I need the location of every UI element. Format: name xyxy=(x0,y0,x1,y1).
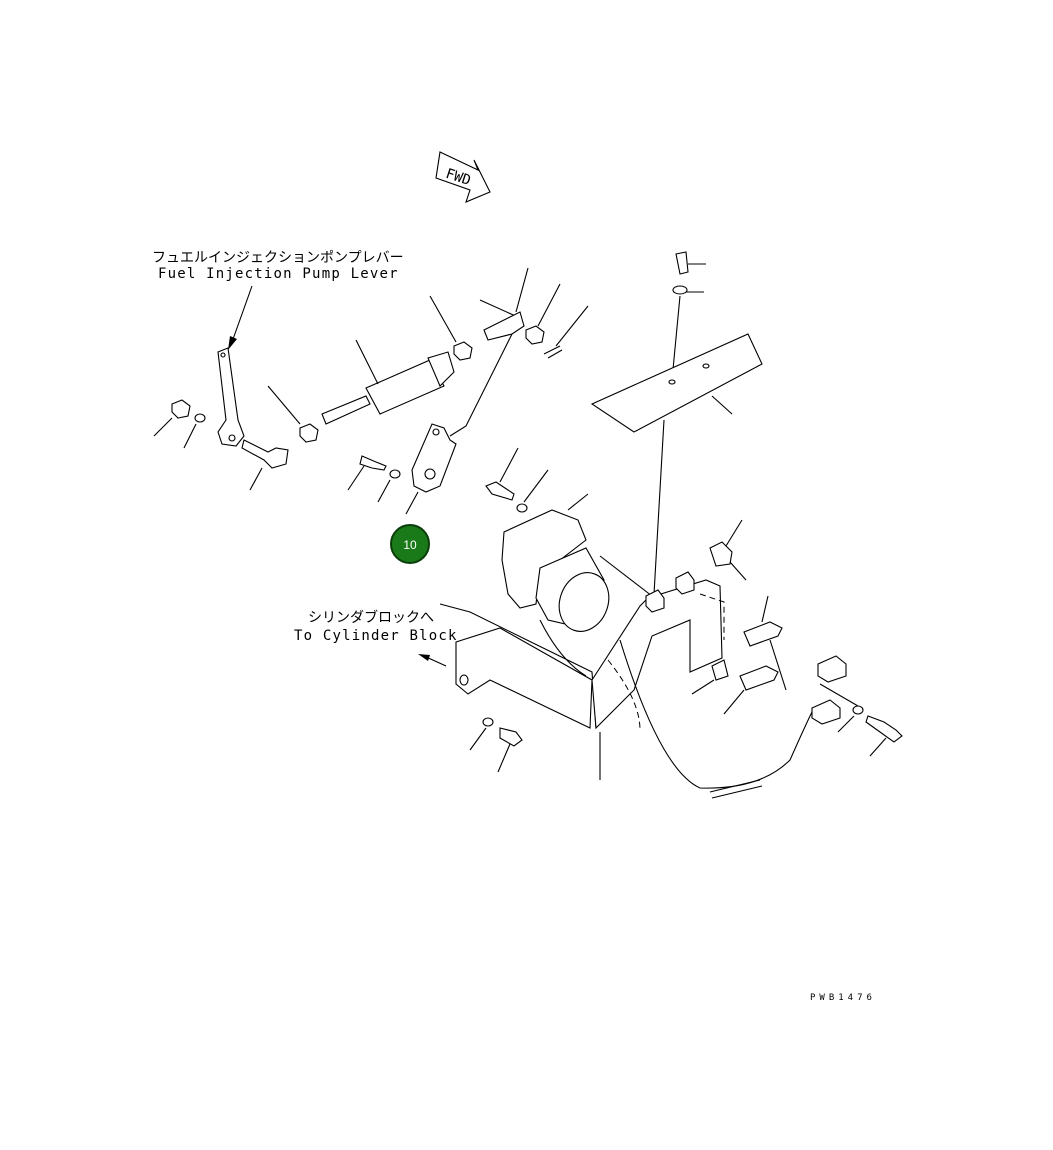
fwd-label: FWD xyxy=(444,166,473,189)
washer-right xyxy=(837,705,864,733)
actuator-motor xyxy=(501,493,610,632)
nut-upper-right xyxy=(525,283,561,345)
nut-mid xyxy=(267,385,319,443)
callout-10-number[interactable]: 10 xyxy=(403,538,417,552)
clip-upper xyxy=(743,595,783,647)
connector-upper xyxy=(817,655,847,683)
bolt-upper xyxy=(483,267,529,341)
wire-harness xyxy=(539,619,813,799)
pump-lever-part xyxy=(217,347,245,447)
bolt-lever xyxy=(347,455,387,491)
washer-lower xyxy=(469,717,494,751)
washer-lever xyxy=(377,469,401,503)
callout-10[interactable]: 10 xyxy=(390,524,430,564)
spacer xyxy=(709,519,747,581)
pump-lever-label-en: Fuel Injection Pump Lever xyxy=(158,266,399,282)
bolt-top-right xyxy=(675,251,706,275)
clip-lower xyxy=(723,665,779,715)
washer-top-right xyxy=(672,285,704,295)
callout-10-circle[interactable] xyxy=(390,524,430,564)
cotter-pin xyxy=(543,305,589,359)
nut-upper xyxy=(429,295,473,361)
connector-lower xyxy=(811,683,859,725)
mounting-bracket xyxy=(439,555,723,780)
cover-plate xyxy=(590,333,763,433)
fwd-arrow: FWD xyxy=(435,151,491,203)
ball-joint-left xyxy=(241,439,289,491)
nut-left xyxy=(153,399,191,437)
bolt-right xyxy=(865,715,903,757)
cylinder-block-label-jp: シリンダブロックへ xyxy=(308,609,434,626)
cylinder-block-arrow xyxy=(418,654,447,667)
control-rod xyxy=(321,339,455,425)
bolt-lower xyxy=(497,727,523,773)
lever-part-10 xyxy=(405,423,457,515)
cylinder-block-label-en: To Cylinder Block xyxy=(294,628,458,644)
washer-mid xyxy=(516,469,549,513)
drawing-code: PWB1476 xyxy=(810,993,876,1003)
washer-left xyxy=(183,413,206,449)
pump-lever-label-jp: フュエルインジェクションポンプレバー xyxy=(152,250,404,266)
clamp-small xyxy=(691,659,729,695)
pump-lever-arrow xyxy=(228,285,253,350)
bolt-mid xyxy=(485,447,519,501)
